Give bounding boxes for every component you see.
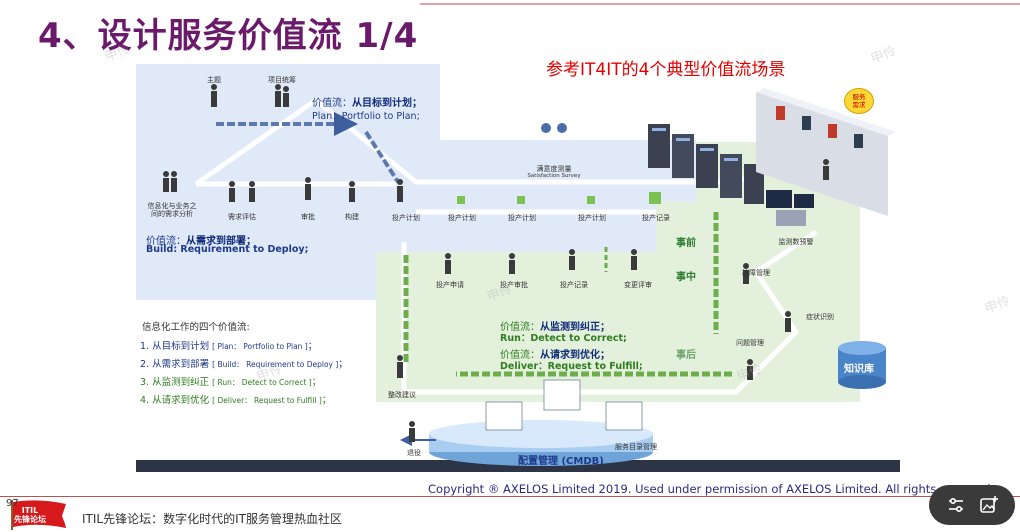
page-number: 97 <box>6 498 19 509</box>
add-image-icon <box>979 496 998 513</box>
footer-tagline: ITIL先锋论坛：数字化时代的IT服务管理热血社区 <box>82 512 342 526</box>
p2p-title: 价值流：从目标到计划； <box>312 98 422 109</box>
node-symptom-id: 症状识别 <box>806 313 834 321</box>
node-change-review: 变更评审 <box>624 281 652 289</box>
value-stream-diagram: 主题 项目统筹 价值流：从目标到计划； Plan：Portfolio to Pl… <box>136 62 900 472</box>
copyright-notice: Copyright ® AXELOS Limited 2019. Used un… <box>428 482 995 496</box>
node-problem-mgmt: 问题管理 <box>736 339 764 347</box>
node-deploy-plan-2: 投产计划 <box>448 214 476 222</box>
survey-label-en: Satisfaction Survey <box>527 173 581 179</box>
node-incident-mgmt: 故障管理 <box>742 269 770 277</box>
flow-path-run <box>401 229 818 395</box>
cmdb-label: 配置管理 (CMDB) <box>518 456 604 467</box>
node-deploy-log: 投产记录 <box>560 281 588 289</box>
after-band <box>376 252 860 402</box>
node-build: 构建 <box>345 213 359 221</box>
deliver-subtitle: Deliver：Request to Fulfill; <box>500 361 643 372</box>
node-catalog-mgmt: 服务目录管理 <box>615 443 657 451</box>
legend-title: 信息化工作的四个价值流: <box>142 322 250 333</box>
phase-before: 事前 <box>676 238 696 249</box>
people-icons <box>163 84 829 442</box>
flow-path-top <box>194 96 736 187</box>
role-coordinator: 项目统筹 <box>268 76 296 84</box>
knowledge-base-label: 知识库 <box>844 364 874 375</box>
role-subject: 主题 <box>207 76 221 84</box>
node-demand-analysis: 信息化与业务之 间的需求分析 <box>147 202 197 219</box>
knowledge-base-icon <box>838 341 886 389</box>
during-band <box>656 202 860 252</box>
node-deploy-request: 投产申请 <box>436 281 464 289</box>
phase-after: 事后 <box>676 350 696 361</box>
add-image-button[interactable] <box>976 492 1002 518</box>
r2d-subtitle: Build: Requirement to Deploy; <box>146 244 309 255</box>
phase-during: 事中 <box>676 272 696 283</box>
node-improvement: 整改建议 <box>388 391 416 399</box>
plan-down-arrow <box>364 130 400 184</box>
logo-text: ITIL 先锋论坛 <box>14 506 46 524</box>
slide-title: 4、设计服务价值流 1/4 <box>38 16 419 56</box>
node-approval: 审批 <box>301 213 315 221</box>
top-divider <box>420 3 1020 5</box>
monitoring-station-icon <box>766 190 814 226</box>
run-subtitle: Run：Detect to Correct; <box>500 333 627 344</box>
deliver-title: 价值流：从请求到优化； <box>500 350 610 361</box>
legend-item-4: 4. 从请求到优化 [ Deliver： Request to Fulfill … <box>140 395 332 406</box>
diagram-canvas <box>136 64 900 472</box>
sliders-icon <box>948 497 963 513</box>
legend-item-1: 1. 从目标到计划 [ Plan： Portfolio to Plan ]； <box>140 341 318 352</box>
legend-item-2: 2. 从需求到部署 [ Build： Requirement to Deploy… <box>140 359 348 370</box>
watermark: 申伶 <box>982 293 1013 317</box>
p2p-subtitle: Plan：Portfolio to Plan; <box>312 111 420 122</box>
node-deploy-approval: 投产审批 <box>500 281 528 289</box>
run-title: 价值流：从监测到纠正； <box>500 322 610 333</box>
survey-label-cn: 满意度测量 <box>536 165 572 173</box>
node-deploy-record: 投产记录 <box>642 214 670 222</box>
node-demand-eval: 需求评估 <box>228 213 256 221</box>
itil-forum-logo <box>11 500 66 530</box>
survey-face-icon <box>541 123 551 133</box>
node-monitoring-alert: 监测数预警 <box>778 238 814 246</box>
node-retire: 退役 <box>407 449 421 457</box>
floating-toolbar <box>929 485 1015 525</box>
plan-cube-icons <box>457 192 661 204</box>
datacenter-servers-icon <box>648 124 764 204</box>
node-deploy-plan-3: 投产计划 <box>508 214 536 222</box>
survey-face-icon-2 <box>557 123 567 133</box>
node-deploy-plan-4: 投产计划 <box>578 214 606 222</box>
reference-text: 参考IT4IT的4个典型价值流场景 <box>546 60 786 80</box>
cmdb-platform-icon <box>429 379 653 466</box>
footer-divider <box>0 496 1020 497</box>
service-desk-icon <box>756 88 896 216</box>
filter-button[interactable] <box>943 492 969 518</box>
legend-item-3: 3. 从监测到纠正 [ Run： Detect to Correct ]； <box>140 377 322 388</box>
node-deploy-plan-1: 投产计划 <box>392 214 420 222</box>
bottom-bar <box>136 460 900 472</box>
r2d-title: 价值流：从需求到部署； <box>146 236 256 247</box>
service-demand-badge: 服务 需求 <box>844 88 874 114</box>
